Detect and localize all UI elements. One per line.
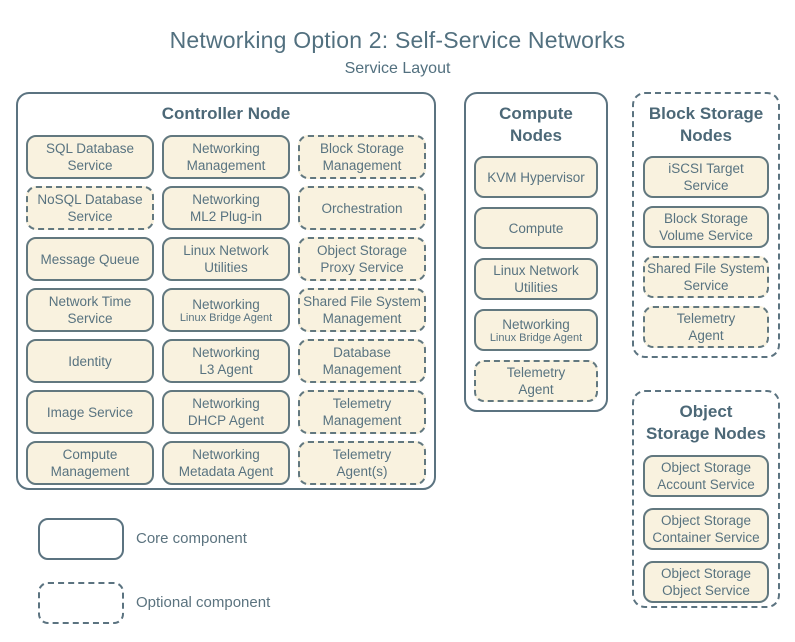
service-box: KVM Hypervisor <box>474 156 598 198</box>
service-label: Networking ML2 Plug-in <box>189 192 263 224</box>
service-label: Network Time Service <box>48 294 132 326</box>
service-box: Compute Management <box>26 441 154 485</box>
service-label: Block Storage Management <box>319 141 405 173</box>
service-box: Block Storage Management <box>298 135 426 179</box>
service-box: Image Service <box>26 390 154 434</box>
service-label: Networking L3 Agent <box>192 345 260 377</box>
legend-optional-swatch <box>38 582 124 624</box>
service-label: Networking <box>192 296 260 312</box>
legend-optional-label: Optional component <box>136 594 271 611</box>
service-label: Linux Network Utilities <box>493 263 579 295</box>
service-label: Identity <box>68 353 112 369</box>
service-box: Telemetry Agent <box>474 360 598 402</box>
section-title: Compute Nodes <box>499 104 573 145</box>
legend-core-label: Core component <box>136 530 247 547</box>
page-title: Networking Option 2: Self-Service Networ… <box>169 27 626 53</box>
section-title: Controller Node <box>161 104 291 123</box>
service-box: Linux Network Utilities <box>474 258 598 300</box>
service-label: iSCSI Target Service <box>668 161 744 193</box>
service-label: Networking DHCP Agent <box>187 396 265 428</box>
service-box: Networking Metadata Agent <box>162 441 290 485</box>
service-box: Shared File System Management <box>298 288 426 332</box>
service-box: Network Time Service <box>26 288 154 332</box>
section-title: Block Storage Nodes <box>648 104 764 145</box>
service-box: NoSQL Database Service <box>26 186 154 230</box>
service-label: Compute <box>508 220 564 236</box>
service-label: Shared File System Management <box>303 294 421 326</box>
service-label: Object Storage Account Service <box>657 460 755 492</box>
service-label: Linux Network Utilities <box>183 243 269 275</box>
service-label: Block Storage Volume Service <box>659 211 753 243</box>
object-storage-nodes-section: Object Storage Nodes Object Storage Acco… <box>632 390 780 608</box>
service-box: Telemetry Agent <box>643 306 769 348</box>
service-box: Object Storage Object Service <box>643 561 769 603</box>
block-storage-nodes-section: Block Storage Nodes iSCSI Target Service… <box>632 92 780 358</box>
service-box: Message Queue <box>26 237 154 281</box>
service-label: Message Queue <box>40 251 140 267</box>
service-label: Compute Management <box>50 447 130 479</box>
service-label: Object Storage Container Service <box>652 513 760 545</box>
service-label: Networking Metadata Agent <box>178 447 274 479</box>
service-label: Networking <box>502 316 570 332</box>
service-label: SQL Database Service <box>45 141 135 173</box>
service-box: Telemetry Management <box>298 390 426 434</box>
service-box: Object Storage Proxy Service <box>298 237 426 281</box>
service-label: Telemetry Agent <box>506 365 566 397</box>
service-label: Networking Management <box>186 141 266 173</box>
legend-core-swatch <box>38 518 124 560</box>
service-label: Shared File System Service <box>647 261 765 293</box>
service-label: Database Management <box>322 345 402 377</box>
service-box: SQL Database Service <box>26 135 154 179</box>
section-title: Object Storage Nodes <box>646 402 766 443</box>
service-box: Networking L3 Agent <box>162 339 290 383</box>
service-label: Object Storage Object Service <box>660 566 752 598</box>
service-box: Object Storage Account Service <box>643 455 769 497</box>
service-label: Object Storage Proxy Service <box>316 243 408 275</box>
service-box: Identity <box>26 339 154 383</box>
service-box: iSCSI Target Service <box>643 156 769 198</box>
service-box: Block Storage Volume Service <box>643 206 769 248</box>
service-box: Telemetry Agent(s) <box>298 441 426 485</box>
service-label: KVM Hypervisor <box>487 169 585 185</box>
service-box: Orchestration <box>298 186 426 230</box>
service-label: Telemetry Agent(s) <box>332 447 392 479</box>
page-subtitle: Service Layout <box>344 60 451 77</box>
service-box: Compute <box>474 207 598 249</box>
service-box: Networking DHCP Agent <box>162 390 290 434</box>
controller-service-grid: SQL Database Service Networking Managemen… <box>26 135 426 485</box>
service-box: Database Management <box>298 339 426 383</box>
service-box: Linux Network Utilities <box>162 237 290 281</box>
service-box: Networking Management <box>162 135 290 179</box>
service-label: Orchestration <box>321 200 403 216</box>
service-label: Telemetry Management <box>322 396 402 428</box>
service-sublabel: Linux Bridge Agent <box>489 331 583 344</box>
service-box: Networking ML2 Plug-in <box>162 186 290 230</box>
service-box: Object Storage Container Service <box>643 508 769 550</box>
service-sublabel: Linux Bridge Agent <box>179 311 273 324</box>
service-label: Image Service <box>46 404 134 420</box>
service-label: NoSQL Database Service <box>37 192 143 224</box>
service-box: Shared File System Service <box>643 256 769 298</box>
service-label: Telemetry Agent <box>676 311 736 343</box>
